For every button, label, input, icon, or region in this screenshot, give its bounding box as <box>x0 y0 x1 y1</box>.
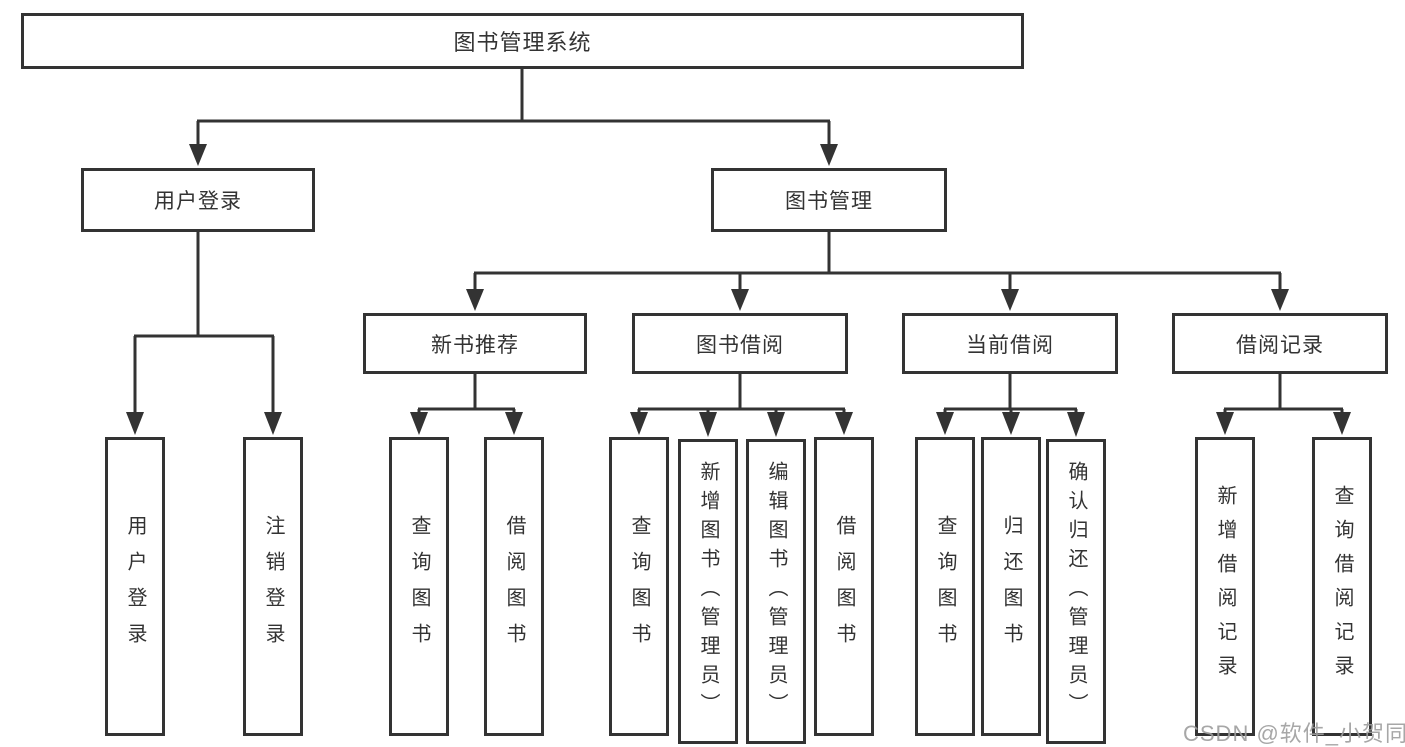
leaf-borrow-books-1: 借阅图书 <box>484 437 544 736</box>
leaf-borrow-books-1-label: 借阅图书 <box>503 514 525 659</box>
node-new-book-recommend: 新书推荐 <box>363 313 587 374</box>
csdn-watermark: CSDN @软件_小贺同学 <box>1183 721 1405 746</box>
leaf-query-books-3: 查询图书 <box>915 437 975 736</box>
node-new-book-recommend-label: 新书推荐 <box>431 333 519 357</box>
leaf-return-books: 归还图书 <box>981 437 1041 736</box>
leaf-logout-label: 注销登录 <box>262 514 284 659</box>
leaf-return-books-label: 归还图书 <box>1000 514 1022 659</box>
leaf-edit-books-admin: 编辑图书（管理员） <box>746 439 806 744</box>
leaf-confirm-return-admin-label: 确认归还（管理员） <box>1065 461 1087 722</box>
node-user-login-label: 用户登录 <box>154 190 242 213</box>
arrowheads <box>126 144 1351 437</box>
leaf-borrow-books-2: 借阅图书 <box>814 437 874 736</box>
leaf-user-login-label: 用户登录 <box>124 514 146 659</box>
node-book-management-label: 图书管理 <box>785 190 873 213</box>
node-user-login: 用户登录 <box>81 168 315 232</box>
leaf-query-borrow-record-label: 查询借阅记录 <box>1331 484 1353 689</box>
leaf-user-login: 用户登录 <box>105 437 165 736</box>
leaf-query-books-3-label: 查询图书 <box>934 514 956 659</box>
node-book-management: 图书管理 <box>711 168 947 232</box>
leaf-add-borrow-record: 新增借阅记录 <box>1195 437 1255 736</box>
node-current-borrow-label: 当前借阅 <box>966 333 1054 357</box>
node-borrow-records: 借阅记录 <box>1172 313 1388 374</box>
node-book-borrow: 图书借阅 <box>632 313 848 374</box>
leaf-query-books-2-label: 查询图书 <box>628 514 650 659</box>
leaf-query-borrow-record: 查询借阅记录 <box>1312 437 1372 736</box>
node-borrow-records-label: 借阅记录 <box>1236 333 1324 357</box>
leaf-query-books-1-label: 查询图书 <box>408 514 430 659</box>
leaf-query-books-2: 查询图书 <box>609 437 669 736</box>
leaf-add-books-admin: 新增图书（管理员） <box>678 439 738 744</box>
leaf-add-borrow-record-label: 新增借阅记录 <box>1214 484 1236 689</box>
leaf-logout: 注销登录 <box>243 437 303 736</box>
connector-paths <box>133 69 1344 414</box>
leaf-query-books-1: 查询图书 <box>389 437 449 736</box>
leaf-add-books-admin-label: 新增图书（管理员） <box>697 461 719 722</box>
leaf-edit-books-admin-label: 编辑图书（管理员） <box>765 461 787 722</box>
node-book-borrow-label: 图书借阅 <box>696 333 784 357</box>
node-library-system: 图书管理系统 <box>21 13 1024 69</box>
node-library-system-label: 图书管理系统 <box>453 30 592 55</box>
node-current-borrow: 当前借阅 <box>902 313 1118 374</box>
leaf-confirm-return-admin: 确认归还（管理员） <box>1046 439 1106 744</box>
leaf-borrow-books-2-label: 借阅图书 <box>833 514 855 659</box>
